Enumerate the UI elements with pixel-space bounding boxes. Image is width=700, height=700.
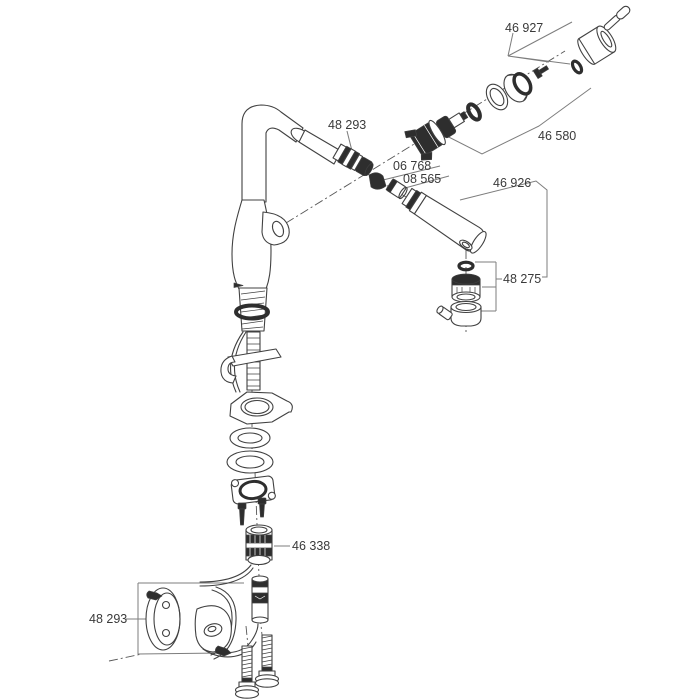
holder-hole-top bbox=[161, 600, 171, 610]
leader-check-valve-upper bbox=[382, 165, 441, 181]
nipple-tube bbox=[298, 129, 342, 165]
leader-handle bbox=[507, 21, 573, 65]
flange-screw-1 bbox=[237, 502, 247, 526]
part-label-mousseur-set: 48 275 bbox=[503, 272, 541, 286]
holder-clip-slot bbox=[203, 623, 223, 637]
leader-spout-nipple bbox=[346, 130, 353, 152]
lug-face bbox=[271, 220, 285, 238]
leader-spray-head bbox=[459, 180, 548, 278]
base-plate-ring-outer bbox=[240, 397, 274, 417]
mounting-flange bbox=[230, 475, 276, 505]
part-label-check-valve-lower: 08 565 bbox=[403, 172, 441, 186]
handle bbox=[577, 5, 631, 65]
split-ring bbox=[570, 59, 584, 75]
holder-hole-bottom bbox=[161, 628, 171, 638]
shank-o-ring bbox=[234, 303, 270, 321]
handle-lever bbox=[603, 5, 631, 31]
dome-cap bbox=[503, 72, 533, 103]
washer-ring-1 bbox=[229, 427, 271, 449]
handle-mount-lug bbox=[261, 211, 290, 246]
leader-holder-bracket bbox=[126, 582, 244, 655]
spray-o-ring bbox=[457, 260, 475, 272]
pullout-spout-nipple bbox=[332, 143, 374, 177]
washer-ring-2 bbox=[226, 450, 274, 474]
centerlines bbox=[108, 50, 566, 662]
base-plate bbox=[229, 391, 293, 425]
part-label-handle-assembly: 46 927 bbox=[505, 21, 543, 35]
part-labels: 48 293 46 927 46 580 06 768 08 565 46 92… bbox=[89, 21, 576, 626]
base-plate-ring-inner bbox=[244, 399, 270, 415]
spray-former bbox=[436, 300, 482, 327]
hose-curve-upper bbox=[199, 564, 254, 587]
check-valve-upper-part bbox=[368, 172, 387, 190]
cartridge-o-ring bbox=[466, 102, 482, 122]
centerline-bolt-1 bbox=[245, 625, 249, 647]
check-valve-lower-part bbox=[385, 178, 408, 200]
leader-mousseur-bracket bbox=[475, 261, 502, 312]
mounting-bolt-2 bbox=[254, 634, 280, 688]
quick-coupling bbox=[245, 524, 273, 566]
hose-end-connector bbox=[251, 575, 269, 624]
part-label-spray-head: 46 926 bbox=[493, 176, 531, 190]
under-sink-group bbox=[199, 287, 293, 658]
part-label-check-valve-upper: 06 768 bbox=[393, 159, 431, 173]
spray-head bbox=[401, 187, 487, 254]
faucet-body-group bbox=[231, 104, 374, 290]
holder-screw-1 bbox=[146, 590, 163, 601]
centerline-holder-screw bbox=[108, 653, 143, 662]
part-label-quick-coupling: 46 338 bbox=[292, 539, 330, 553]
part-label-hose-holder-set: 48 293 bbox=[89, 612, 127, 626]
part-label-spout-nipple: 48 293 bbox=[328, 118, 366, 132]
holder-clip-hole bbox=[207, 625, 217, 633]
logo-mark bbox=[233, 282, 244, 288]
flange-screw-2 bbox=[257, 497, 267, 518]
mounting-bolt-1 bbox=[234, 645, 260, 699]
part-label-cap-assembly: 46 580 bbox=[538, 129, 576, 143]
spout-arm bbox=[241, 104, 304, 203]
holder-group bbox=[145, 586, 237, 660]
leader-lines bbox=[126, 21, 592, 655]
thrust-ring bbox=[485, 83, 509, 111]
hose-clamp bbox=[220, 355, 237, 384]
handle-grub-screw bbox=[532, 65, 549, 79]
holder-screw-2 bbox=[214, 645, 232, 657]
wall-holder-plate-inner bbox=[153, 592, 181, 646]
holder-clip bbox=[194, 605, 232, 653]
aerator bbox=[451, 273, 481, 303]
cartridge bbox=[404, 111, 469, 161]
